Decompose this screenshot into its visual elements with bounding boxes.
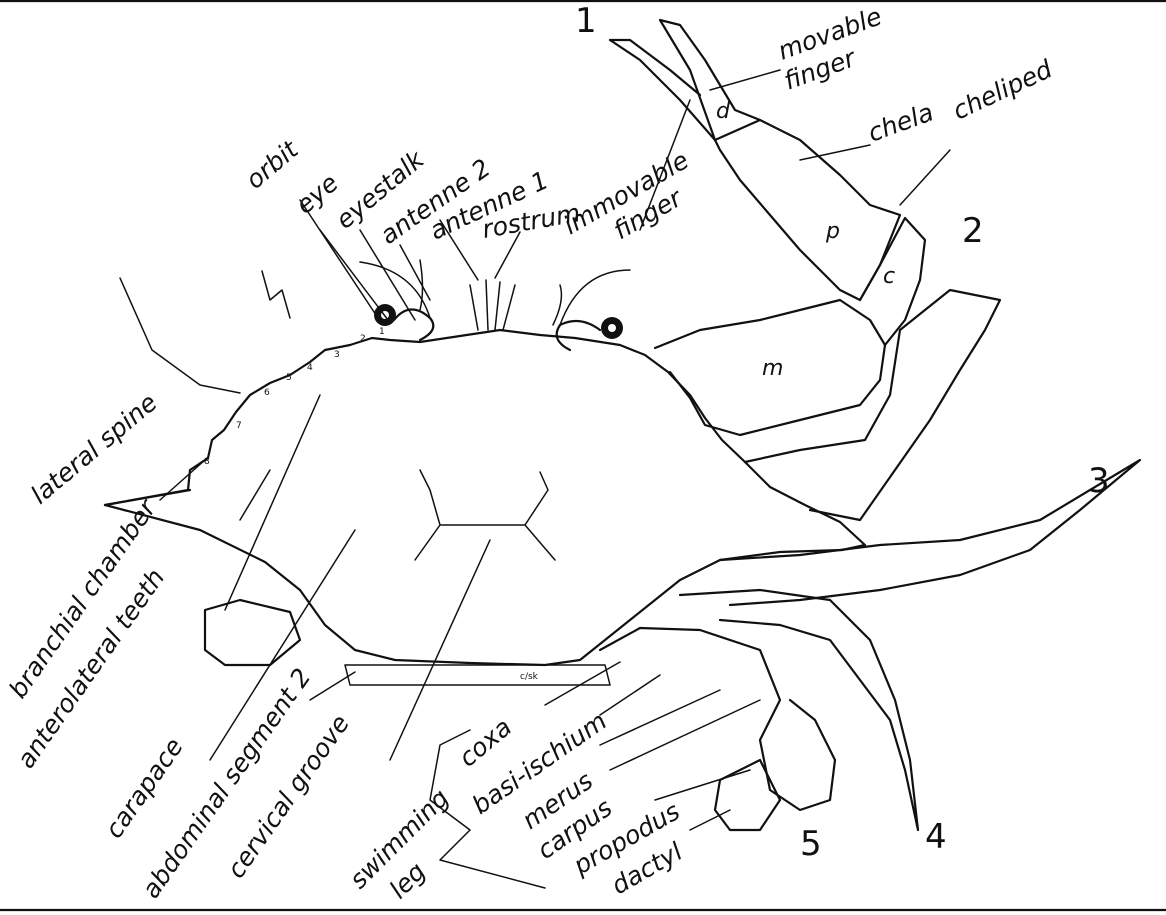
leader-cheliped: [900, 150, 950, 205]
tooth-number-7: 7: [236, 421, 242, 431]
left-antenna-long: [120, 278, 240, 393]
carapace-outline: [105, 330, 865, 665]
label-orbit: orbit: [240, 134, 304, 194]
leg-4: [680, 590, 918, 830]
rostrum-antennules: [470, 280, 515, 330]
tooth-number-3: 3: [334, 350, 340, 360]
left-antenna-hooks: [262, 271, 290, 318]
leader-propodus: [655, 770, 750, 800]
label-chela: chela: [864, 97, 937, 147]
leader-antenna-2: [400, 245, 430, 300]
leg-number-5: 5: [800, 824, 822, 864]
letter-p: p: [825, 219, 840, 244]
leader-movable-finger: [710, 70, 780, 90]
tooth-number-5: 5: [286, 373, 292, 383]
tooth-number-1: 1: [379, 327, 385, 337]
leader-lateral-spine: [160, 460, 205, 500]
leg-number-1: 1: [575, 1, 597, 41]
tooth-number-6: 6: [264, 388, 270, 398]
swimming-leg-outline: [600, 628, 835, 810]
leader-cervical-groove: [390, 540, 490, 760]
label-coxa: coxa: [453, 712, 517, 772]
leg-number-3: 3: [1088, 461, 1110, 501]
left-legs-under: [205, 600, 300, 665]
chela-palm: [715, 120, 900, 300]
leg-number-2: 2: [962, 211, 984, 251]
left-eyestalk: [394, 309, 433, 340]
immovable-finger: [610, 40, 715, 140]
label-cheliped: cheliped: [948, 54, 1056, 125]
leader-dactyl: [690, 810, 730, 830]
cervical-groove-line: [415, 470, 555, 560]
abdominal-segment-shape: [345, 665, 610, 685]
leader-abdominal-segment: [310, 672, 355, 700]
abdomen-text: c/sk: [520, 672, 539, 682]
right-eyestalk: [557, 321, 600, 350]
antenna-left: [360, 260, 430, 318]
leader-eye: [320, 230, 388, 320]
leader-coxa: [545, 662, 620, 705]
letter-d: d: [716, 99, 731, 124]
tooth-number-4: 4: [307, 363, 313, 373]
label-carapace: carapace: [99, 733, 189, 844]
leader-chela: [800, 145, 870, 160]
leader-merus: [600, 690, 720, 745]
tooth-number-8: 8: [204, 457, 210, 467]
letter-m: m: [762, 356, 783, 381]
letter-c: c: [883, 264, 895, 289]
tooth-number-2: 2: [360, 334, 366, 344]
leader-branchial-chamber: [240, 470, 270, 520]
leader-carpus: [610, 700, 760, 770]
leg-3: [720, 460, 1140, 605]
right-eye-pupil: [608, 324, 616, 332]
antenna-right: [553, 270, 630, 325]
label-lateral-spine: lateral spine: [25, 388, 162, 510]
leg-number-4: 4: [925, 817, 947, 857]
